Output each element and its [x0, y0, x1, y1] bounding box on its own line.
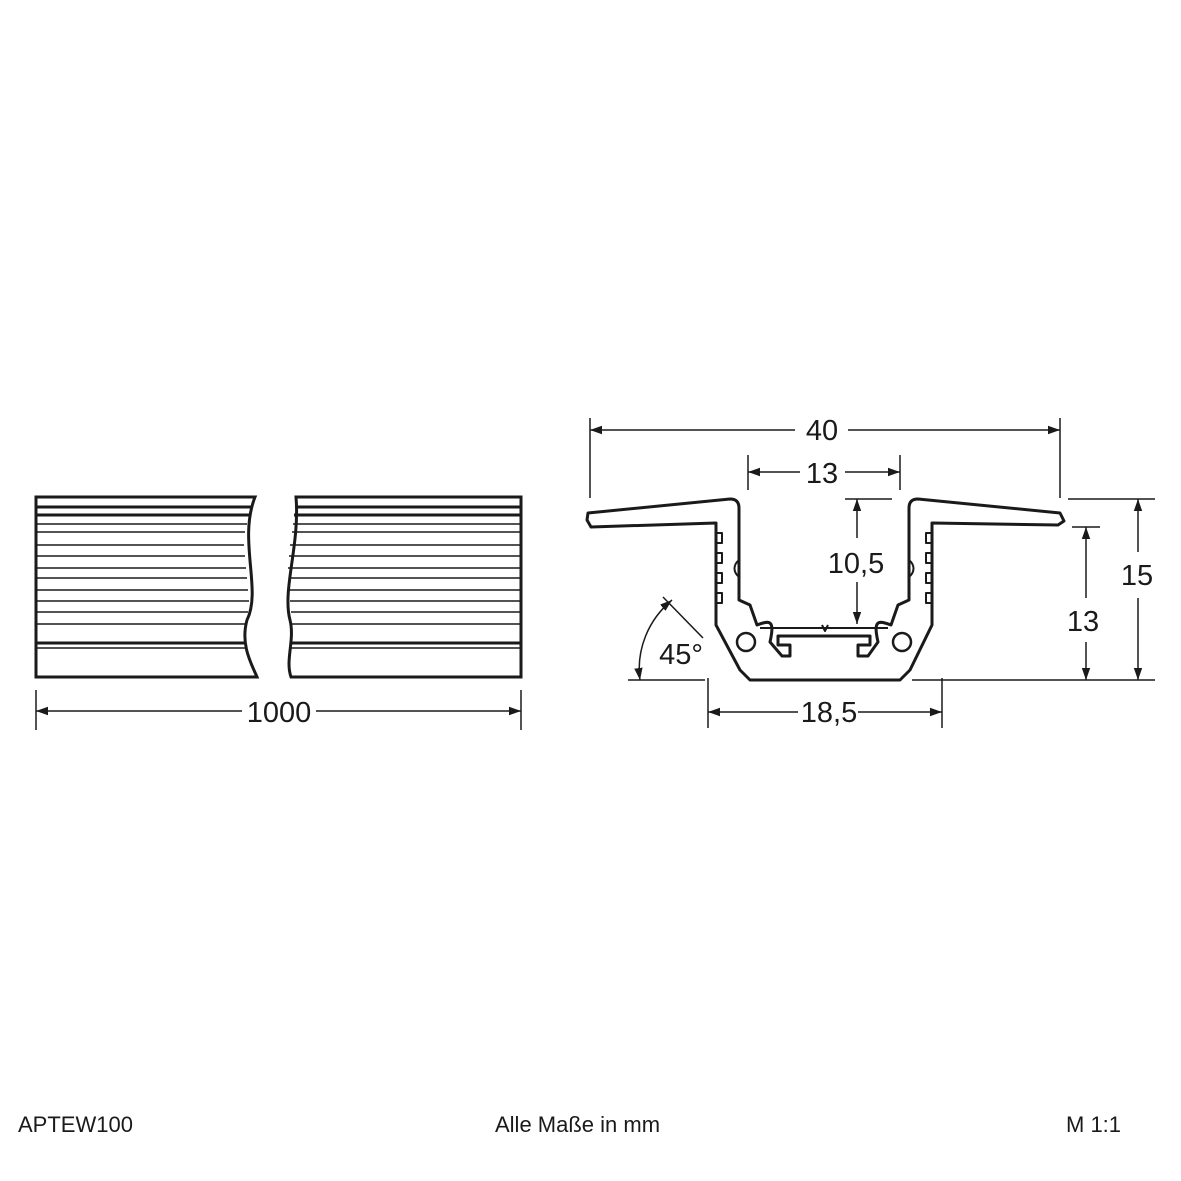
cross-section-dimensions [589, 418, 1155, 728]
cross-section-outline [585, 497, 1066, 682]
right-screw-channel [891, 631, 913, 653]
profile-cross-section [585, 497, 1066, 682]
length-label: 1000 [247, 697, 312, 729]
profile-length-view [34, 495, 523, 730]
units-note: Alle Maße in mm [495, 1112, 661, 1137]
profile-left-segment [34, 495, 260, 679]
left-wall-ribs [716, 532, 723, 604]
right-groove-knob [908, 559, 915, 578]
profile-right-segment [286, 495, 523, 679]
article-number: APTEW100 [18, 1112, 133, 1137]
center-slot [760, 624, 888, 632]
width-bottom-label: 18,5 [801, 697, 857, 729]
left-groove-knob [733, 559, 740, 578]
height-total-label: 15 [1121, 560, 1153, 592]
width-total-label: 40 [806, 415, 838, 447]
left-screw-channel [735, 631, 757, 653]
profile-left-grooves [36, 505, 251, 649]
scale-label: M 1:1 [1066, 1112, 1122, 1137]
right-wall-ribs [925, 532, 932, 604]
angle-label: 45° [659, 639, 703, 671]
height-flange-label: 13 [1067, 606, 1099, 638]
profile-right-grooves [288, 505, 521, 649]
width-inner-label: 13 [806, 458, 838, 490]
length-dimension [35, 690, 522, 730]
depth-inner-label: 10,5 [828, 548, 884, 580]
